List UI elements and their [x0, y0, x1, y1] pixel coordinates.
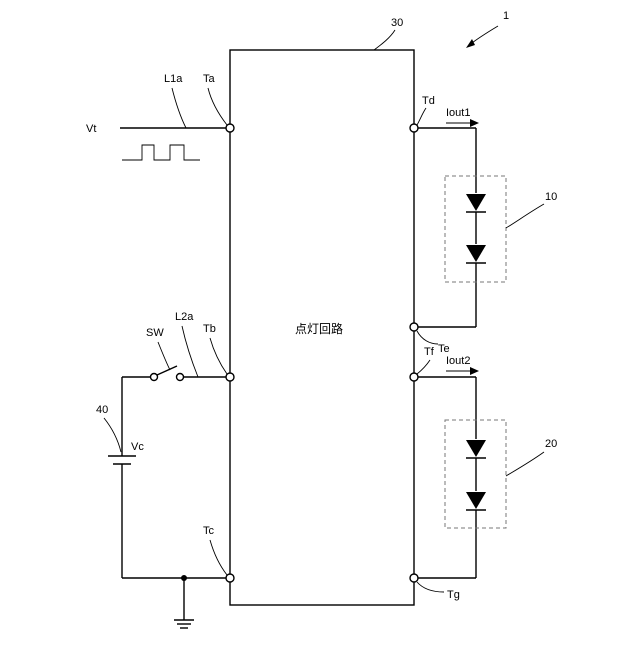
terminal-tb-label: Tb: [203, 323, 216, 335]
terminal-tc-label: Tc: [203, 525, 215, 537]
led-diode-icon-1: [466, 194, 486, 211]
terminal-tg-leader: [417, 582, 444, 592]
signal-vt-label: Vt: [86, 123, 96, 135]
terminal-ta-label: Ta: [203, 73, 216, 85]
battery-label: Vc: [131, 441, 144, 453]
switch-blade-icon: [157, 366, 177, 375]
circuit-ref-number: 30: [391, 17, 403, 29]
lighting-circuit-label: 点灯回路: [295, 321, 343, 336]
switch-leader: [158, 342, 170, 370]
led-diode-icon-4: [466, 492, 486, 509]
battery-ref-leader: [104, 418, 121, 452]
figure-number: 1: [503, 10, 509, 22]
led-diode-icon-3: [466, 440, 486, 457]
led-module-20-label: 20: [545, 438, 557, 450]
terminal-tg-label: Tg: [447, 589, 460, 601]
terminal-tb-leader: [210, 338, 227, 374]
led-module-20-leader: [506, 452, 544, 476]
pulse-waveform-icon: [122, 145, 200, 160]
led-module-10-leader: [506, 204, 544, 228]
switch-contact-right: [177, 374, 184, 381]
current-iout2-arrowhead: [470, 367, 479, 375]
battery-ref-number: 40: [96, 404, 108, 416]
terminal-tf-label: Tf: [424, 346, 435, 358]
terminal-td-label: Td: [422, 95, 435, 107]
current-iout2-label: Iout2: [446, 355, 470, 367]
figure-arrowhead: [466, 39, 475, 48]
led-diode-icon-2: [466, 245, 486, 262]
terminal-tc-leader: [210, 540, 227, 575]
line-l2a-leader: [182, 326, 198, 377]
line-l2a-label: L2a: [175, 311, 194, 323]
terminal-tb: [226, 373, 234, 381]
terminal-te-leader: [417, 331, 438, 344]
terminal-ta-leader: [208, 88, 227, 125]
led-module-10-label: 10: [545, 191, 557, 203]
terminal-td-leader: [417, 108, 426, 125]
terminal-tf-leader: [417, 360, 430, 374]
current-iout1-label: Iout1: [446, 107, 470, 119]
circuit-ref-leader: [374, 30, 395, 50]
terminal-tf: [410, 373, 418, 381]
terminal-ta: [226, 124, 234, 132]
terminal-tg: [410, 574, 418, 582]
switch-contact-left: [151, 374, 158, 381]
terminal-te-label: Te: [438, 343, 450, 355]
line-l1a-leader: [172, 88, 186, 128]
current-iout1-arrowhead: [470, 119, 479, 127]
terminal-td: [410, 124, 418, 132]
line-l1a-label: L1a: [164, 73, 183, 85]
terminal-te: [410, 323, 418, 331]
switch-label: SW: [146, 327, 164, 339]
terminal-tc: [226, 574, 234, 582]
